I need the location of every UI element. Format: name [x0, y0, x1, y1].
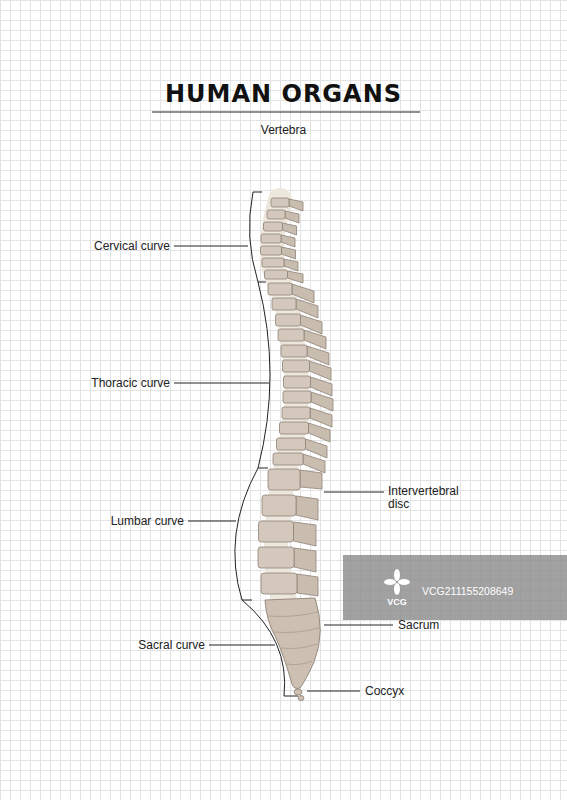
- thoracic-bracket: [258, 282, 270, 468]
- process: [311, 392, 333, 411]
- watermark-text: VCG: [380, 597, 414, 608]
- vertebra: [272, 298, 296, 310]
- subtitle: Vertebra: [0, 123, 567, 137]
- process: [310, 361, 332, 380]
- part-label: Sacrum: [398, 618, 439, 632]
- vertebral-bodies: [258, 198, 311, 594]
- sacral-segments: [268, 612, 319, 665]
- curve-label: Thoracic curve: [91, 376, 170, 390]
- vertebra: [283, 360, 310, 372]
- leader-line: [307, 691, 360, 692]
- vertebra: [259, 521, 294, 542]
- logo-petal: [394, 569, 400, 581]
- part-label: Coccyx: [365, 684, 404, 698]
- page-title: HUMAN ORGANS: [0, 80, 567, 108]
- process: [296, 496, 318, 520]
- process: [285, 211, 299, 223]
- vertebra: [265, 270, 288, 279]
- logo-petal: [398, 579, 410, 585]
- coccyx-segment: [294, 689, 302, 695]
- vertebra: [261, 573, 297, 594]
- vertebra: [261, 246, 282, 255]
- vertebra: [273, 453, 303, 465]
- process: [281, 235, 295, 247]
- leader-line: [324, 625, 393, 626]
- process: [283, 223, 297, 235]
- coccyx-bone: [294, 689, 304, 701]
- process: [309, 423, 331, 442]
- lumbar-bracket: [235, 468, 258, 600]
- vertebra: [267, 210, 285, 219]
- sacral-segment: [287, 661, 312, 665]
- process: [300, 470, 322, 489]
- vertebra: [262, 258, 284, 267]
- process: [284, 259, 298, 271]
- vertebra: [268, 469, 300, 490]
- vertebra: [276, 314, 301, 326]
- watermark-logo: [384, 569, 410, 595]
- title-underline: [152, 111, 420, 112]
- watermark-text: VCG211155208649: [422, 584, 513, 598]
- vertebra: [277, 438, 306, 450]
- curve-label: Sacral curve: [138, 638, 205, 652]
- vertebra: [268, 283, 292, 295]
- curve-label: Cervical curve: [94, 239, 170, 253]
- leader-line: [324, 492, 384, 493]
- part-label: Intervertebral disc: [388, 485, 480, 511]
- process: [289, 199, 303, 211]
- process: [288, 271, 304, 283]
- process: [282, 247, 296, 259]
- process: [306, 439, 328, 458]
- leader-line: [209, 645, 275, 646]
- watermark-band: [343, 555, 567, 620]
- vertebra: [264, 222, 283, 231]
- vertebra: [283, 391, 311, 403]
- vertebra: [271, 198, 289, 207]
- curve-label: Lumbar curve: [111, 514, 184, 528]
- process: [297, 574, 318, 596]
- sacral-segment: [281, 644, 317, 649]
- vertebra: [262, 495, 296, 516]
- coccyx-segment: [298, 696, 304, 701]
- vertebra: [258, 547, 294, 568]
- logo-petal: [384, 579, 396, 585]
- vertebra: [261, 234, 281, 243]
- vertebra: [280, 422, 309, 434]
- vertebra: [284, 376, 311, 388]
- process: [303, 454, 325, 473]
- leader-line: [174, 246, 248, 247]
- sacral-segment: [268, 612, 318, 617]
- leader-line: [174, 383, 269, 384]
- leader-line: [188, 521, 236, 522]
- process: [294, 548, 316, 572]
- vertebra: [281, 345, 307, 357]
- process: [294, 522, 317, 546]
- vertebra: [278, 329, 304, 341]
- sacrum-bone: [265, 598, 320, 689]
- logo-petal: [394, 583, 400, 595]
- sacral-segment: [274, 628, 319, 633]
- vertebra: [282, 407, 310, 419]
